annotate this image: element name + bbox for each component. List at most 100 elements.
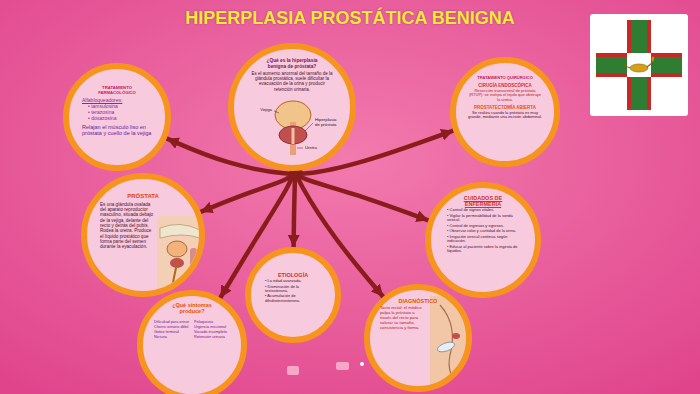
- text-slot: Dificultad para orinar: [154, 320, 190, 324]
- circle-text: • terazosina: [88, 110, 152, 116]
- enlarged-prostate: [279, 126, 307, 144]
- circle-fill: [453, 60, 557, 164]
- text-slot: • Observar color y cantidad de la orina.: [447, 229, 521, 234]
- text-slot: TRATAMIENTO QUIRÚRGICO: [472, 76, 538, 81]
- text-slot: Goteo terminal: [154, 330, 190, 334]
- topic-circle: CUIDADOS DE ENFERMERÍA• Control de signo…: [425, 182, 541, 298]
- orange-ring: [453, 60, 557, 164]
- topic-circle: ¿Qué es la hiperplasia benigna de prósta…: [228, 43, 356, 171]
- text-slot: ¿Qué síntomas produce?: [166, 302, 218, 315]
- circle-text: Goteo terminal: [154, 330, 190, 334]
- lamp-handle: [624, 64, 630, 68]
- label-slot: Uretra: [305, 146, 323, 151]
- text-slot: • Educar al paciente sobre la ingesta de…: [447, 245, 521, 254]
- circle-fill: [428, 185, 538, 295]
- text-slot: CUIDADOS DE ENFERMERÍA: [453, 195, 513, 208]
- text-slot: • Control de signos vitales.: [447, 208, 521, 213]
- text-slot: Se realiza cuando la próstata es muy gra…: [467, 111, 543, 120]
- circle-text: • Acumulación de dihidrotestosterona.: [265, 294, 323, 303]
- text-slot: TRATAMIENTO FARMACOLÓGICO: [84, 86, 150, 96]
- orange-ring: [248, 250, 338, 340]
- text-slot: Tacto rectal: el médico palpa la próstat…: [380, 306, 426, 330]
- bladder-shape: [167, 241, 187, 257]
- text-slot: ETIOLOGÍA: [263, 272, 323, 278]
- circle-fill: [140, 293, 244, 394]
- text-slot: DIAGNÓSTICO: [390, 298, 446, 304]
- urethra-lumen: [292, 128, 295, 144]
- circle-fill: [84, 176, 202, 294]
- curved-arrow: [294, 171, 295, 247]
- lamp-spout: [647, 63, 652, 67]
- text-slot: • tamsulosina: [88, 104, 152, 110]
- circle-heading: TRATAMIENTO FARMACOLÓGICO: [84, 86, 150, 96]
- text-slot: • doxazosina: [88, 116, 152, 122]
- curved-arrow: [296, 171, 383, 297]
- circle-text: Polaquiuria: [194, 320, 230, 324]
- circle-text: Vaciado incompleto: [194, 330, 230, 334]
- text-slot: • Vigilar la permeabilidad de la sonda v…: [447, 214, 521, 223]
- text-slot: • terazosina: [88, 110, 152, 116]
- nav-mark: [336, 362, 349, 370]
- circle-fill: [231, 46, 353, 168]
- circle-text: Retención urinaria: [194, 335, 230, 339]
- text-slot: • Acumulación de dihidrotestosterona.: [265, 294, 323, 303]
- leader-lines: [274, 111, 313, 148]
- circle-heading: ¿Qué síntomas produce?: [166, 302, 218, 315]
- circle-text: Es el aumento anormal del tamaño de la g…: [250, 71, 334, 92]
- nav-marks: [287, 362, 364, 375]
- text-slot: ¿Qué es la hiperplasia benigna de prósta…: [262, 58, 322, 69]
- circle-heading: TRATAMIENTO QUIRÚRGICO: [472, 76, 538, 81]
- circle-text: Se realiza cuando la próstata es muy gra…: [467, 111, 543, 120]
- text-slot: Polaquiuria: [194, 320, 230, 324]
- body-section: [430, 296, 472, 386]
- circle-text: • Control de ingresos y egresos.: [447, 224, 521, 229]
- part-label: Hiperplasia de próstata: [315, 118, 341, 128]
- leader-line: [274, 111, 279, 113]
- circle-text: Nicturia: [154, 335, 190, 339]
- nav-mark: [287, 366, 299, 375]
- lamp-body: [630, 64, 648, 72]
- logo-card: [590, 14, 688, 116]
- circle-fill: [66, 66, 168, 168]
- text-slot: • Control de ingresos y egresos.: [447, 224, 521, 229]
- circle-text: Alfabloqueadores:: [82, 98, 152, 104]
- orange-ring: [66, 66, 168, 168]
- label-slot: Hiperplasia de próstata: [315, 118, 341, 128]
- title-area: HIPERPLASIA PROSTÁTICA BENIGNA: [0, 8, 700, 29]
- text-slot: Alfabloqueadores:: [82, 98, 152, 104]
- topic-circle: ETIOLOGÍA• La edad avanzada.• Disminució…: [245, 247, 341, 343]
- circle-text: Resección transuretral de próstata (RTUP…: [467, 89, 543, 103]
- circle-text: Relajan el músculo liso en próstata y cu…: [82, 124, 152, 137]
- circle-text: • tamsulosina: [88, 104, 152, 110]
- nav-dot: [360, 362, 364, 366]
- curved-arrow: [297, 131, 454, 174]
- circle-fill: [248, 250, 338, 340]
- circle-heading: CUIDADOS DE ENFERMERÍA: [453, 195, 513, 208]
- circle-text: CIRUGÍA ENDOSCÓPICA: [472, 83, 538, 88]
- topic-circle: TRATAMIENTO QUIRÚRGICO CIRUGÍA ENDOSCÓPIC…: [450, 57, 560, 167]
- circle-heading: DIAGNÓSTICO: [390, 298, 446, 304]
- text-slot: Es una glándula ovalada del aparato repr…: [100, 202, 154, 250]
- text-slot: Vaciado incompleto: [194, 330, 230, 334]
- circle-text: • Disminución de la testosterona.: [265, 285, 323, 294]
- circle-text: • Vigilar la permeabilidad de la sonda v…: [447, 214, 521, 223]
- cross-border: [627, 20, 651, 110]
- circle-fill: [367, 287, 469, 389]
- label-slot: Vejiga: [256, 108, 272, 113]
- orange-ring: [428, 185, 538, 295]
- circle-heading: PRÓSTATA: [113, 193, 173, 200]
- pelvic-bone: [160, 224, 200, 238]
- gloved-finger: [436, 340, 456, 354]
- circle-outline: [63, 63, 171, 171]
- text-slot: Urgencia miccional: [194, 325, 230, 329]
- medical-logo: [590, 14, 688, 116]
- text-slot: Retención urinaria: [194, 335, 230, 339]
- orange-ring: [367, 287, 469, 389]
- prostate-shape: [452, 333, 460, 339]
- part-label: Vejiga: [256, 108, 272, 113]
- text-slot: Chorro urinario débil: [154, 325, 190, 329]
- circle-text: Urgencia miccional: [194, 325, 230, 329]
- circle-text: • Control de signos vitales.: [447, 208, 521, 213]
